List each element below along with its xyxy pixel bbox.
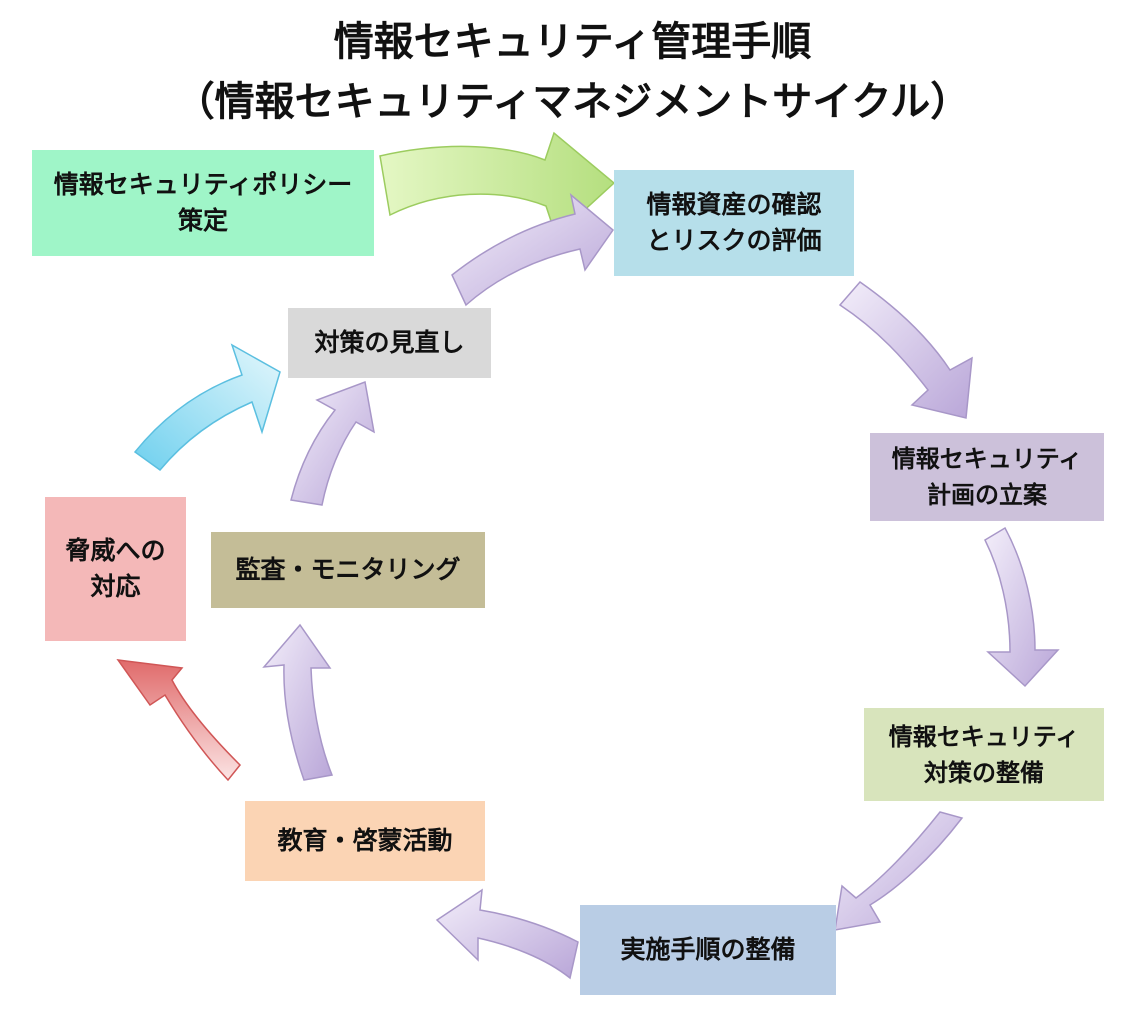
step-procedures-label: 実施手順の整備 [620,935,796,964]
step-education: 教育・啓蒙活動 [245,801,485,881]
arrow-assets-to-plan [838,280,973,419]
step-policy-line2: 策定 [177,206,228,235]
step-policy-line1: 情報セキュリティポリシー [53,170,353,199]
step-measures-line2: 対策の整備 [924,758,1044,787]
arrow-threat-to-review [133,343,281,472]
diagram-title: 情報セキュリティ管理手順 [333,19,812,65]
arrow-review-to-assets [451,193,615,307]
step-plan: 情報セキュリティ計画の立案 [870,433,1104,521]
step-procedures: 実施手順の整備 [580,905,836,995]
step-education-label: 教育・啓蒙活動 [277,826,453,855]
step-threat-line2: 対応 [90,572,141,601]
step-audit-label: 監査・モニタリング [235,555,461,584]
step-assets-line1: 情報資産の確認 [646,190,822,219]
step-threat: 脅威への対応 [45,497,186,641]
arrow-education-to-threat [116,659,242,782]
step-audit: 監査・モニタリング [211,532,485,608]
arrow-procedures-to-education [435,888,579,980]
step-assets: 情報資産の確認とリスクの評価 [614,170,854,276]
step-measures: 情報セキュリティ対策の整備 [864,708,1104,801]
step-policy: 情報セキュリティポリシー策定 [32,150,374,256]
step-review-label: 対策の見直し [314,328,465,357]
arrow-audit-to-review [290,380,376,506]
step-measures-line1: 情報セキュリティ [888,722,1080,751]
step-plan-line1: 情報セキュリティ [891,445,1083,473]
step-assets-line2: とリスクの評価 [646,226,822,255]
step-review: 対策の見直し [288,308,491,378]
step-plan-line2: 計画の立案 [927,481,1047,509]
diagram-subtitle: （情報セキュリティマネジメントサイクル） [174,79,971,125]
step-threat-line1: 脅威への [65,536,166,565]
arrow-education-to-audit [262,623,334,781]
arrow-measures-to-procedures [834,811,964,931]
arrow-plan-to-measures [984,526,1060,688]
